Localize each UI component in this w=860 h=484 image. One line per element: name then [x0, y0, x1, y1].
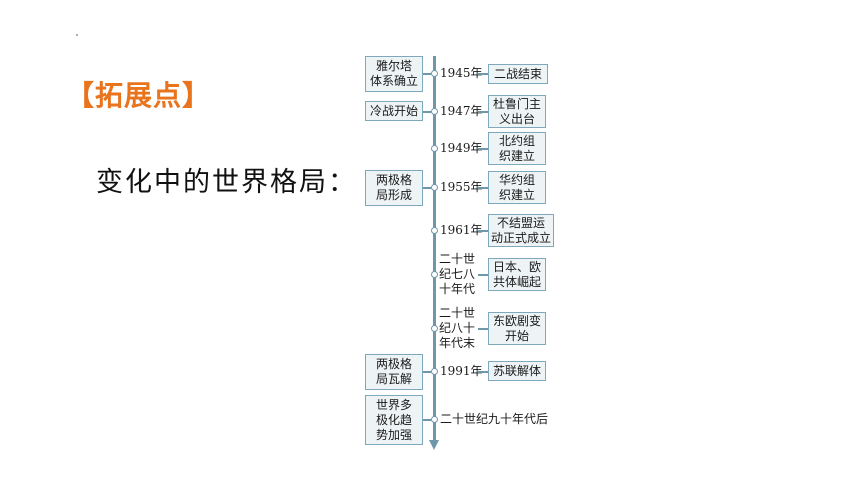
- date-late-80s: 二十世 纪八十 年代末: [439, 306, 476, 350]
- section-heading: 【拓展点】: [66, 79, 212, 112]
- date-1991: 1991年: [440, 364, 483, 378]
- timeline-node: [431, 145, 438, 152]
- event-truman-doctrine: 杜鲁门主 义出台: [488, 95, 546, 128]
- connector: [478, 371, 488, 373]
- left-label-multipolar: 世界多 极化趋 势加强: [365, 395, 423, 445]
- connector: [478, 230, 488, 232]
- timeline-axis: [433, 56, 436, 440]
- connector: [478, 187, 488, 189]
- event-eastern-europe: 东欧剧变 开始: [488, 312, 546, 345]
- event-non-aligned: 不结盟运 动正式成立: [488, 214, 554, 247]
- timeline-node: [431, 325, 438, 332]
- left-label-yalta: 雅尔塔 体系确立: [365, 56, 423, 92]
- left-label-bipolar-formed: 两极格 局形成: [365, 170, 423, 206]
- event-ussr-dissolution: 苏联解体: [488, 361, 546, 381]
- timeline-node: [431, 108, 438, 115]
- connector: [423, 187, 431, 189]
- timeline-node: [431, 271, 438, 278]
- connector: [478, 148, 488, 150]
- date-1955: 1955年: [440, 180, 483, 194]
- timeline-arrow-icon: [429, 440, 439, 450]
- connector: [423, 73, 431, 75]
- date-1949: 1949年: [440, 141, 483, 155]
- date-1947: 1947年: [440, 104, 483, 118]
- timeline-node: [431, 184, 438, 191]
- connector: [423, 111, 431, 113]
- event-warsaw-pact: 华约组 织建立: [488, 171, 546, 204]
- date-1961: 1961年: [440, 223, 483, 237]
- connector: [423, 419, 431, 421]
- decorative-dot: [76, 34, 78, 36]
- event-nato: 北约组 织建立: [488, 132, 546, 165]
- date-70s-80s: 二十世 纪七八 十年代: [439, 252, 476, 296]
- left-label-bipolar-collapse: 两极格 局瓦解: [365, 354, 423, 390]
- timeline-node: [431, 416, 438, 423]
- left-label-cold-war: 冷战开始: [365, 101, 423, 121]
- connector: [478, 111, 488, 113]
- connector: [478, 328, 488, 330]
- page-subtitle: 变化中的世界格局：: [96, 167, 357, 198]
- connector: [423, 371, 431, 373]
- event-japan-ec-rise: 日本、欧 共体崛起: [488, 258, 546, 291]
- date-90s-onward: 二十世纪九十年代后: [440, 412, 549, 426]
- connector: [478, 73, 488, 75]
- event-ww2-end: 二战结束: [488, 64, 548, 84]
- timeline-node: [431, 227, 438, 234]
- timeline-node: [431, 70, 438, 77]
- connector: [478, 274, 488, 276]
- timeline-node: [431, 368, 438, 375]
- date-1945: 1945年: [440, 66, 483, 80]
